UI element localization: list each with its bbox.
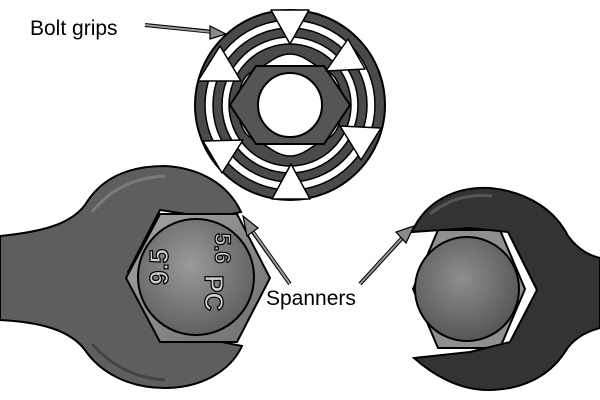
left-spanner-assembly: PC 9.5 5.6	[0, 164, 272, 390]
spanners-pointer-right	[358, 224, 416, 286]
bolt-size-marking: 9.5	[144, 249, 174, 285]
grip-nut-bore	[257, 72, 323, 138]
bolt-grade-marking: PC	[199, 275, 229, 311]
grip-arrows	[197, 9, 382, 200]
bolt-grips-pointer	[144, 23, 228, 40]
left-bolt-dome	[137, 218, 255, 336]
spanners-pointer-left	[242, 214, 292, 286]
grip-arrow-bottom-left	[202, 139, 244, 174]
right-spanner-body	[410, 186, 600, 392]
bolt-markings: PC 9.5 5.6	[143, 232, 235, 312]
grip-arrow-bottom-right	[339, 125, 382, 161]
grip-arrow-top-right	[325, 38, 366, 72]
bolt-grip-socket	[194, 9, 386, 201]
bolt-grips-label: Bolt grips	[30, 17, 118, 40]
grip-arrow-top	[270, 9, 310, 45]
grip-arrow-bottom	[271, 163, 311, 200]
right-spanner-assembly	[410, 186, 600, 392]
grip-arrow-top-left	[197, 45, 242, 82]
bolt-size-marking-top: 5.6	[210, 233, 235, 264]
spanners-label: Spanners	[266, 287, 356, 310]
right-bolt-dome	[414, 236, 520, 342]
